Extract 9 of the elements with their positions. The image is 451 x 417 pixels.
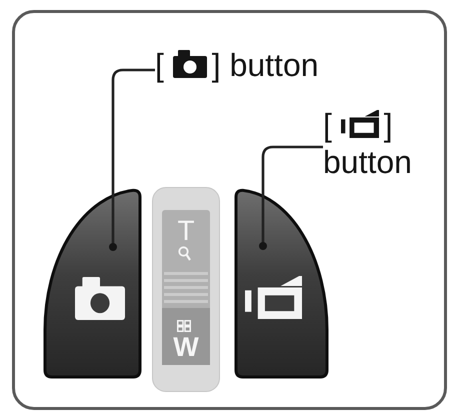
zoom-letter: T	[177, 217, 195, 245]
zoom-letter: W	[173, 334, 199, 361]
button-label: [ ] button	[155, 47, 319, 84]
leader-line	[109, 68, 155, 251]
button-label: [ ] button	[323, 107, 413, 181]
camera-button	[43, 188, 143, 380]
video-button	[233, 188, 329, 380]
leader-line	[259, 146, 323, 250]
zoom-lever	[152, 187, 220, 392]
